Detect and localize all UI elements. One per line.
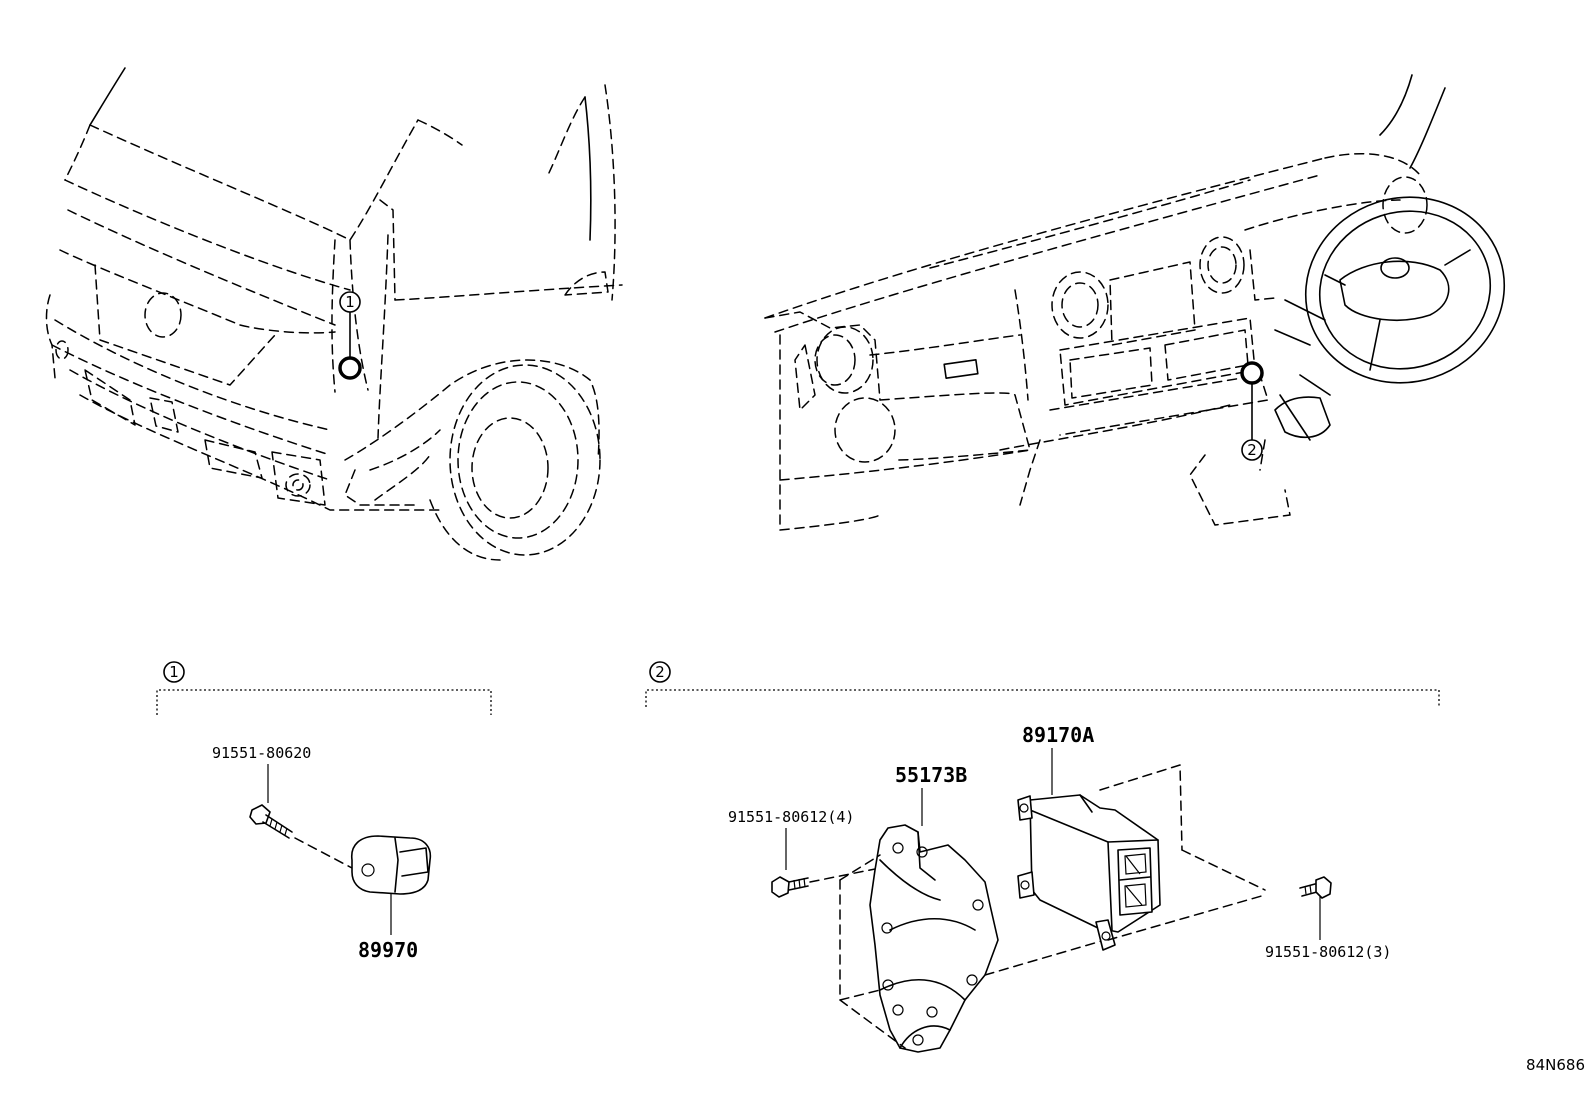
airbag-ecu-89170A — [1017, 794, 1161, 951]
part-number-91551-80612-3: 91551-80612(3) — [1265, 943, 1391, 961]
part-number-89170A: 89170A — [1022, 723, 1094, 747]
section-2-callout: 2 — [655, 663, 665, 681]
sensor-location-marker-1 — [338, 356, 362, 380]
truck-front-illustration: 1 — [45, 67, 623, 561]
section-1-bracket-line — [156, 689, 492, 715]
front-airbag-sensor-89970 — [351, 835, 432, 895]
section-1-callout: 1 — [169, 663, 179, 681]
callout-2-top: 2 — [1247, 441, 1257, 459]
ecu-location-marker-2 — [1240, 361, 1264, 385]
part-number-89970: 89970 — [358, 938, 418, 962]
part-number-91551-80620: 91551-80620 — [212, 744, 311, 762]
section-2-airbag-ecu: 2 89170A 55173B 91551-80612(4) 91551-806… — [645, 661, 1440, 1053]
drawing-reference: 84N686 — [1526, 1056, 1585, 1074]
section-1-front-sensor: 1 91551-80620 89970 — [156, 661, 492, 962]
callout-1-top: 1 — [345, 293, 355, 311]
section-2-bracket-line — [645, 689, 1440, 707]
dashboard-illustration: 2 — [764, 74, 1506, 531]
bolt-91551-80620 — [249, 804, 293, 839]
part-number-91551-80612-4: 91551-80612(4) — [728, 808, 854, 826]
part-number-55173B: 55173B — [895, 763, 967, 787]
bolt-91551-80612-right — [1299, 876, 1332, 899]
bolt-91551-80612-left — [771, 876, 809, 898]
bracket-55173B — [869, 824, 999, 1053]
